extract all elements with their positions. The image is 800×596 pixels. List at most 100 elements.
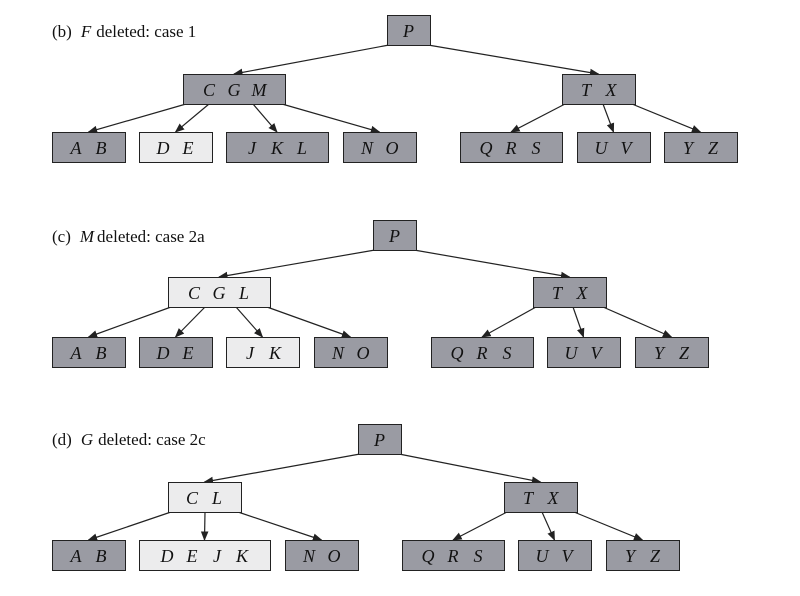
- node-box: [431, 337, 534, 368]
- node-key: B: [96, 546, 107, 566]
- edge-b-l-l2: [252, 103, 278, 133]
- node-key: J: [246, 343, 255, 363]
- edge-c-r-r2: [602, 306, 673, 338]
- node-c-p: P: [373, 220, 417, 251]
- edge-d-r-r0: [452, 511, 508, 541]
- node-key: X: [576, 283, 589, 303]
- node-box: [139, 132, 213, 163]
- node-box: [504, 482, 578, 513]
- node-key: R: [476, 343, 488, 363]
- node-key: D: [156, 343, 170, 363]
- node-key: C: [188, 283, 201, 303]
- node-key: O: [357, 343, 370, 363]
- node-key: K: [268, 343, 282, 363]
- node-key: E: [186, 546, 198, 566]
- node-box: [139, 540, 271, 571]
- node-key: E: [182, 138, 194, 158]
- node-box: [664, 132, 738, 163]
- node-box: [606, 540, 680, 571]
- node-box: [343, 132, 417, 163]
- node-key: Y: [683, 138, 695, 158]
- node-box: [373, 220, 417, 251]
- node-key: E: [182, 343, 194, 363]
- edge-b-r-r2: [631, 103, 702, 133]
- node-key: U: [565, 343, 579, 363]
- node-box: [562, 74, 636, 105]
- node-key: B: [96, 138, 107, 158]
- node-box: [52, 337, 126, 368]
- node-key: A: [70, 138, 83, 158]
- node-key: V: [591, 343, 604, 363]
- edge-b-root-l: [233, 44, 390, 77]
- node-box: [533, 277, 607, 308]
- edge-c-r-r1: [572, 306, 585, 338]
- node-key: L: [296, 138, 307, 158]
- node-key: K: [270, 138, 284, 158]
- edge-d-l-l1: [200, 511, 209, 541]
- edge-c-l-l2: [235, 306, 264, 338]
- edge-b-l-l0: [87, 103, 187, 134]
- node-d-p: P: [358, 424, 402, 455]
- node-box: [52, 540, 126, 571]
- node-key: P: [388, 226, 400, 246]
- node-key: N: [302, 546, 316, 566]
- node-box: [226, 132, 329, 163]
- node-key: S: [532, 138, 541, 158]
- edge-c-root-l: [218, 249, 376, 280]
- edge-c-l-l0: [87, 306, 172, 338]
- node-box: [168, 482, 242, 513]
- node-key: O: [386, 138, 399, 158]
- node-box: [52, 132, 126, 163]
- node-box: [387, 15, 431, 46]
- edge-b-l-l3: [281, 103, 381, 134]
- edge-b-r-r0: [510, 103, 566, 133]
- node-key: N: [331, 343, 345, 363]
- node-key: B: [96, 343, 107, 363]
- node-key: Q: [422, 546, 435, 566]
- edge-b-l-l1: [174, 103, 210, 133]
- node-key: S: [474, 546, 483, 566]
- node-key: Y: [654, 343, 666, 363]
- node-box: [358, 424, 402, 455]
- node-key: V: [562, 546, 575, 566]
- node-key: J: [248, 138, 257, 158]
- edge-d-r-r2: [573, 511, 644, 541]
- node-b-p: P: [387, 15, 431, 46]
- node-key: T: [581, 80, 593, 100]
- node-key: G: [228, 80, 241, 100]
- node-key: O: [328, 546, 341, 566]
- node-box: [460, 132, 563, 163]
- node-box: [285, 540, 359, 571]
- edge-d-l-l0: [87, 511, 172, 541]
- node-key: T: [552, 283, 564, 303]
- node-key: L: [211, 488, 222, 508]
- node-key: R: [505, 138, 517, 158]
- node-key: U: [595, 138, 609, 158]
- node-key: D: [160, 546, 174, 566]
- edge-c-root-r: [413, 249, 571, 280]
- node-key: G: [213, 283, 226, 303]
- edge-c-l-l1: [174, 306, 206, 338]
- node-key: C: [203, 80, 216, 100]
- node-box: [183, 74, 286, 105]
